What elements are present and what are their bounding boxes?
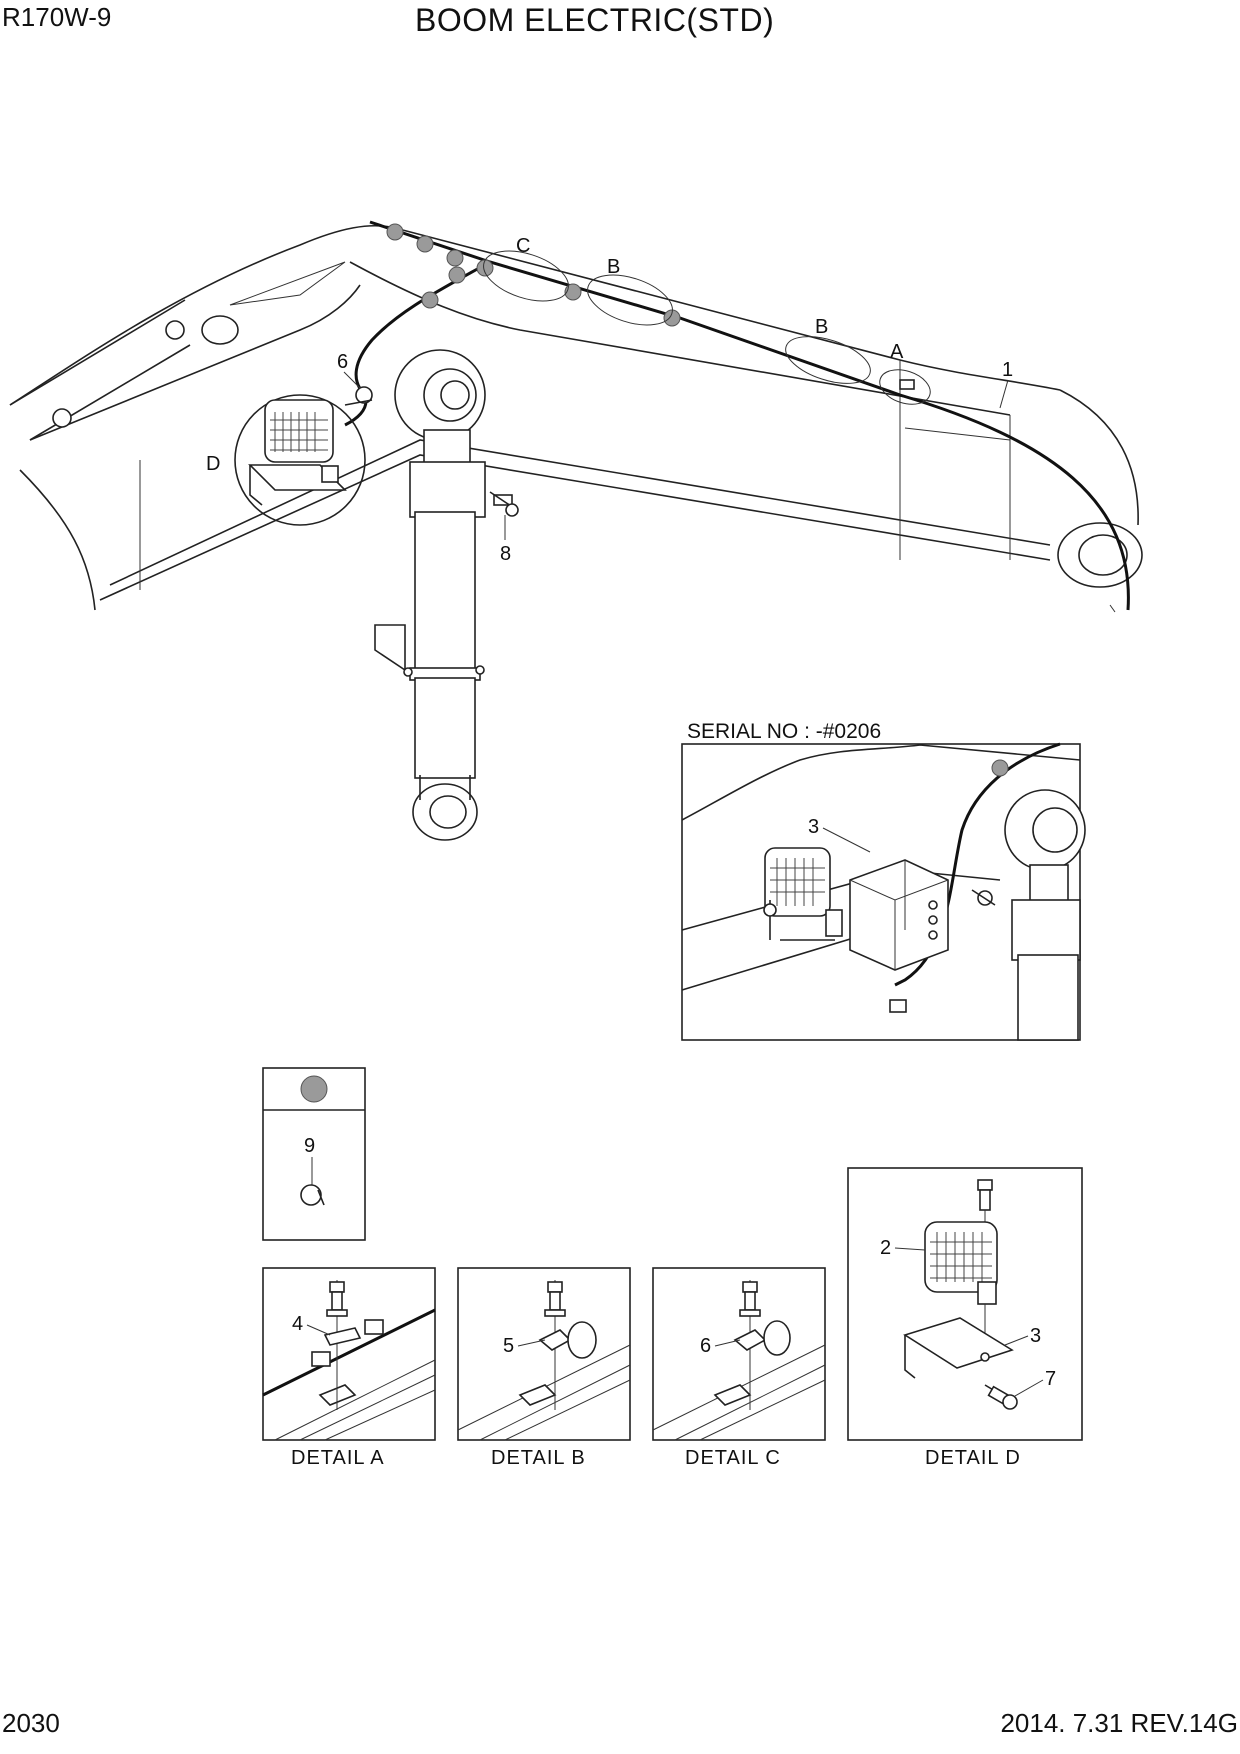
main-callouts: 1 6 8 A B B C D xyxy=(206,235,1013,565)
clamp-marker-icon xyxy=(300,1075,328,1103)
detail-c: 6 xyxy=(652,1267,826,1441)
boom-structure xyxy=(9,225,1143,611)
detail-c-caption: DETAIL C xyxy=(685,1447,781,1469)
clamp-markers xyxy=(386,223,681,327)
detail-c-callout-6: 6 xyxy=(700,1335,711,1357)
clip-9-icon xyxy=(300,1184,322,1206)
bolt-7-icon xyxy=(984,1384,1018,1410)
revision-date: 2014. 7.31 REV.14G xyxy=(1000,1708,1238,1738)
detail-d-zoom xyxy=(234,394,366,526)
clamp-marker-icon xyxy=(421,291,439,309)
callout-1: 1 xyxy=(1002,359,1013,381)
detail-a-callout-4: 4 xyxy=(292,1313,303,1335)
callout-6: 6 xyxy=(337,351,348,373)
legend-box: 9 xyxy=(262,1067,366,1241)
bolt-8-icon xyxy=(489,491,519,517)
detail-b-ring-2 xyxy=(785,336,871,384)
callout-c: C xyxy=(516,235,530,257)
detail-a: 4 xyxy=(262,1267,436,1441)
clamp-marker-icon xyxy=(564,283,582,301)
clamp-marker-icon xyxy=(386,223,404,241)
clamp-marker-icon xyxy=(448,266,466,284)
clamp-marker-icon xyxy=(476,259,494,277)
serial-inset: 3 xyxy=(681,742,1086,1041)
serial-inset-title: SERIAL NO : -#0206 xyxy=(687,720,882,743)
clip-6-icon xyxy=(344,386,373,406)
detail-d-callout-7: 7 xyxy=(1045,1368,1056,1390)
clamp-marker-icon xyxy=(416,235,434,253)
serial-inset-callout-3: 3 xyxy=(808,816,819,838)
detail-b-ring-1 xyxy=(587,274,673,326)
page-title: BOOM ELECTRIC(STD) xyxy=(415,2,775,38)
callout-b-2: B xyxy=(815,316,828,338)
wire-harness-1 xyxy=(369,220,1130,611)
detail-d-caption: DETAIL D xyxy=(925,1447,1021,1469)
detail-a-ring xyxy=(879,369,931,405)
detail-b-callout-5: 5 xyxy=(503,1335,514,1357)
callout-a: A xyxy=(890,341,904,363)
detail-d-callout-2: 2 xyxy=(880,1237,891,1259)
detail-d: 2 3 7 xyxy=(847,1167,1083,1441)
detail-d-callout-3: 3 xyxy=(1030,1325,1041,1347)
callout-b-1: B xyxy=(607,256,620,278)
model-number: R170W-9 xyxy=(2,2,112,32)
clamp-marker-icon xyxy=(446,249,464,267)
detail-b: 5 xyxy=(457,1267,631,1441)
callout-8: 8 xyxy=(500,543,511,565)
legend-callout-9: 9 xyxy=(304,1135,315,1157)
detail-a-caption: DETAIL A xyxy=(291,1447,385,1469)
boom-cylinder xyxy=(374,349,519,841)
callout-d: D xyxy=(206,453,220,475)
detail-b-caption: DETAIL B xyxy=(491,1447,586,1469)
detail-c-ring xyxy=(483,250,569,302)
page-number: 2030 xyxy=(2,1708,60,1738)
